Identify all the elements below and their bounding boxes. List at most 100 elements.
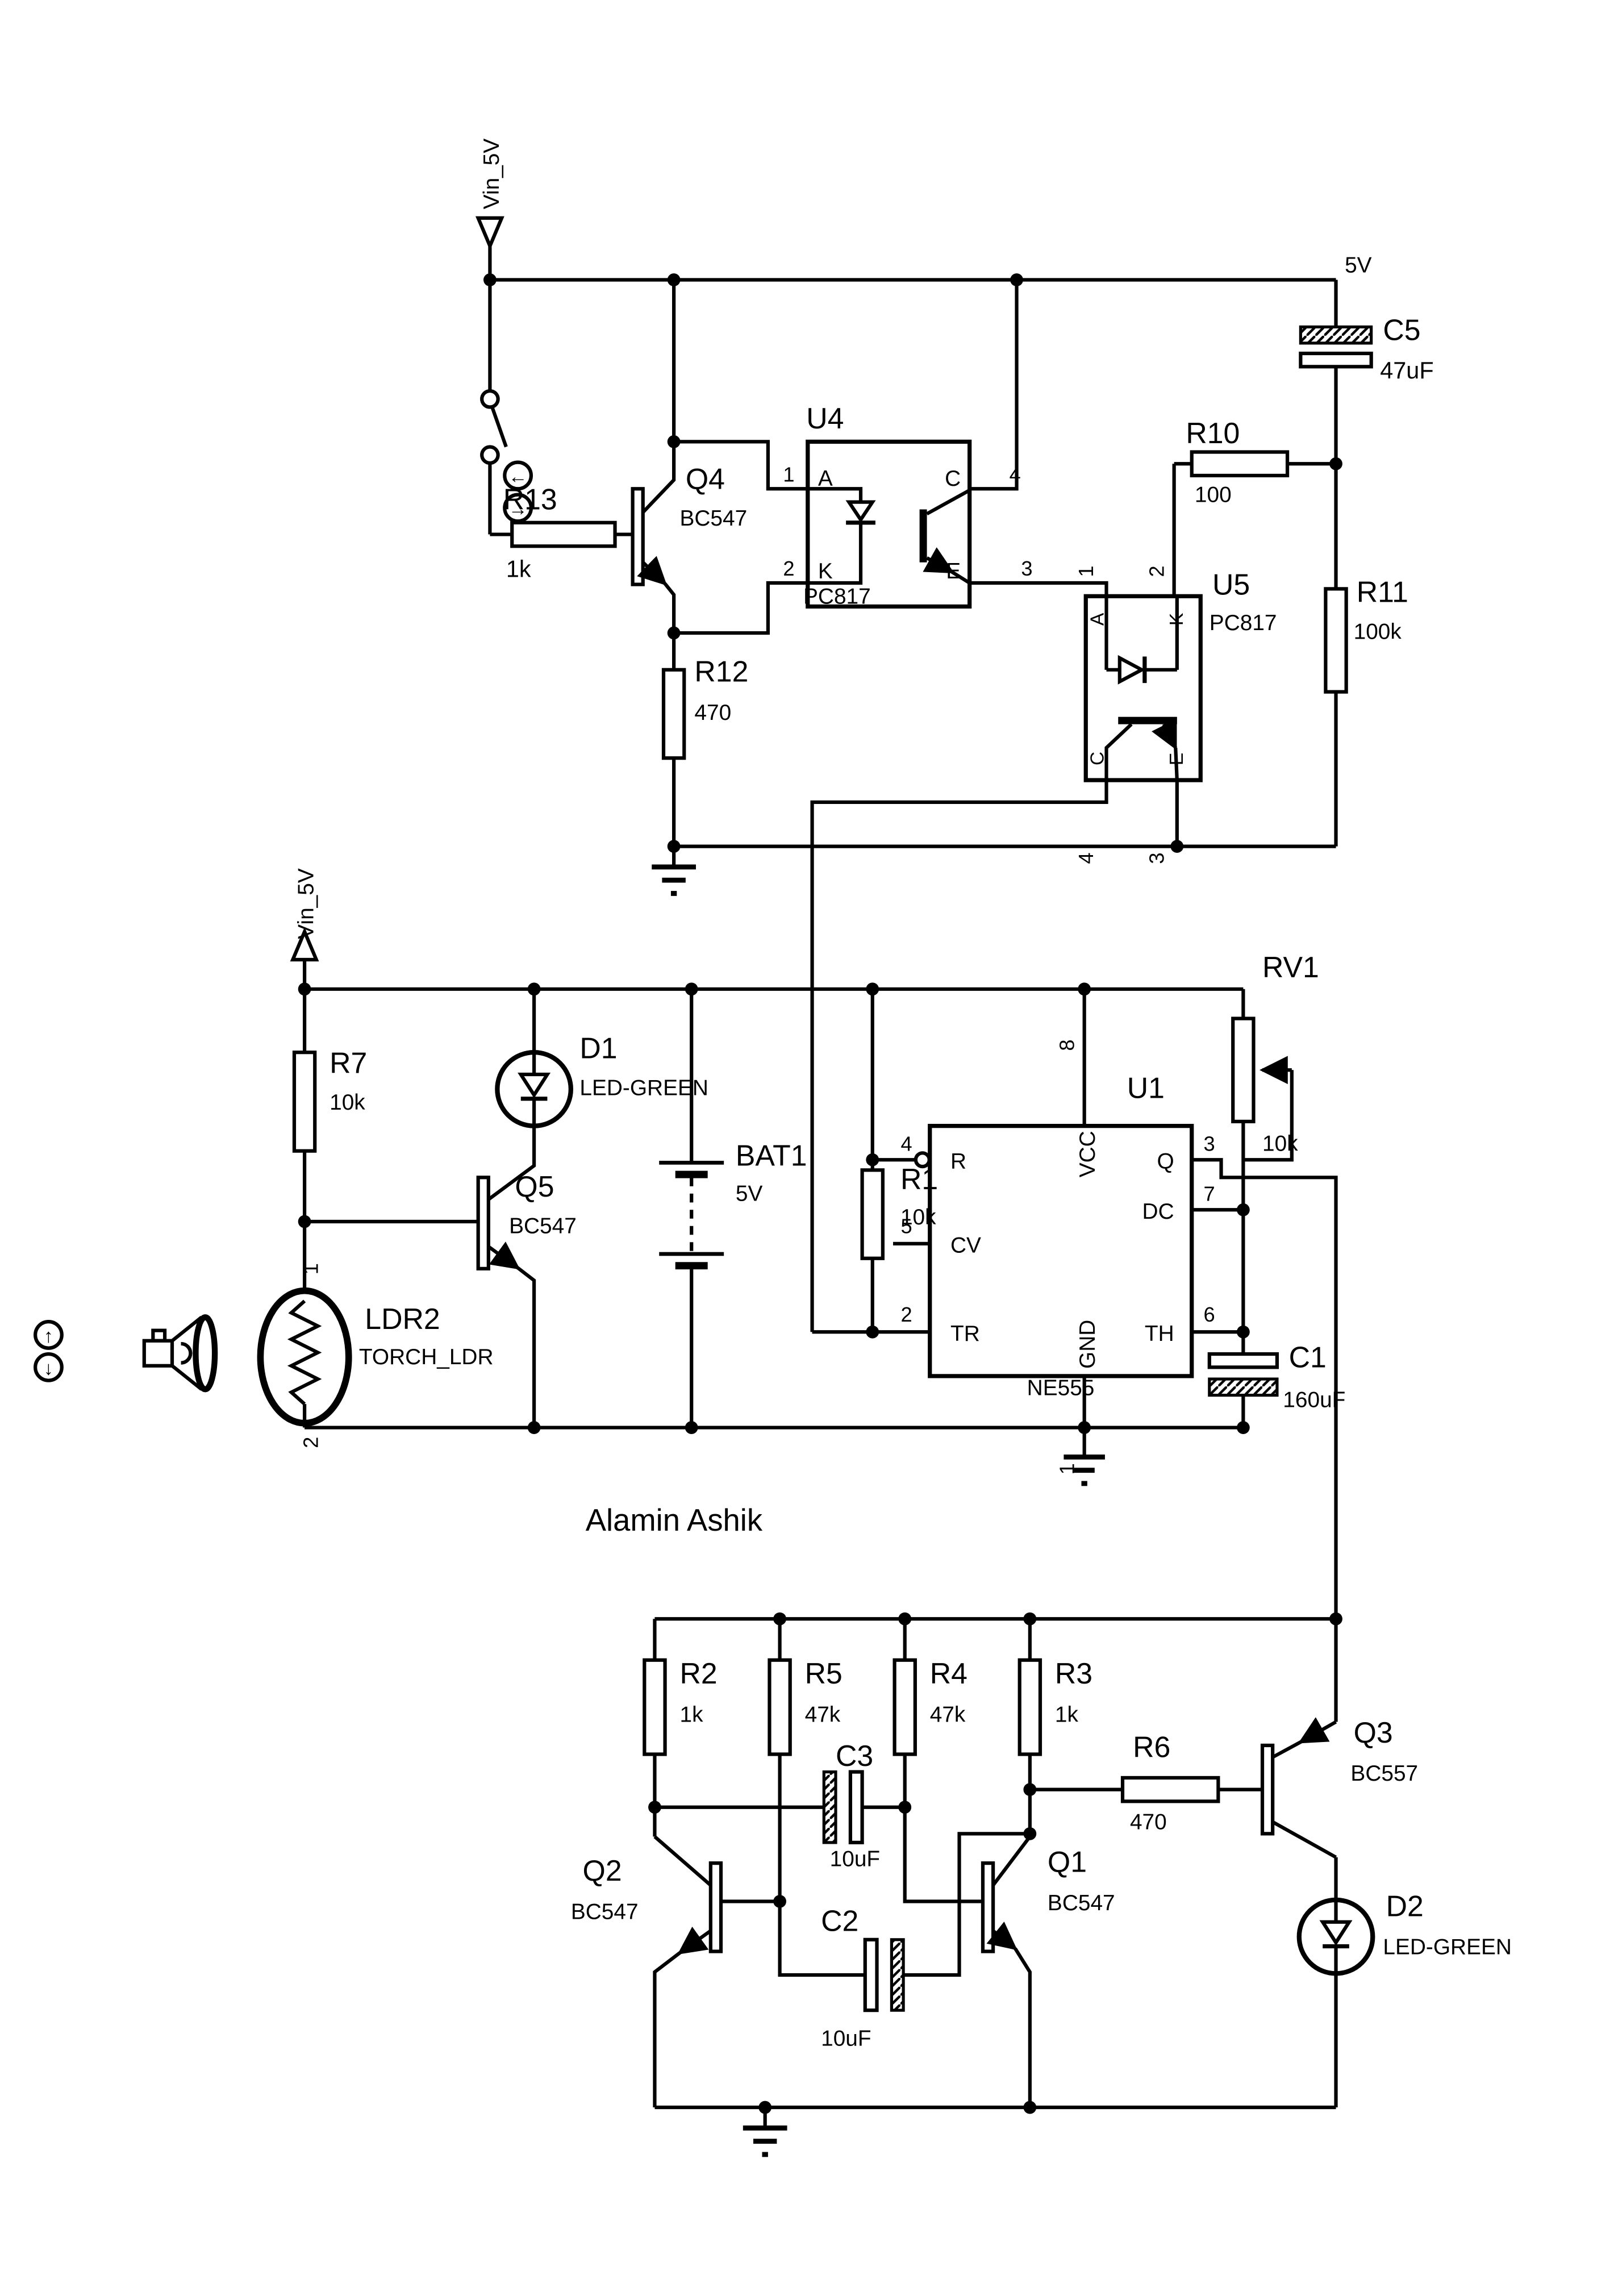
torch-actuator-up-icon[interactable]: ↑ bbox=[44, 1326, 53, 1347]
Q2-value: BC547 bbox=[571, 1900, 639, 1924]
U1-pin8: 8 bbox=[1056, 1039, 1079, 1051]
transistor-Q5 bbox=[305, 1126, 536, 1428]
resistor-R13 bbox=[490, 520, 633, 548]
led-D1 bbox=[495, 989, 573, 1128]
RV1-value: 10k bbox=[1262, 1132, 1298, 1156]
D2-ref: D2 bbox=[1386, 1889, 1424, 1922]
U1-VCC: VCC bbox=[1075, 1131, 1100, 1177]
U1-pin3: 3 bbox=[1203, 1132, 1215, 1156]
torch-actuator-down-icon[interactable]: ↓ bbox=[44, 1358, 53, 1379]
C1-ref: C1 bbox=[1289, 1340, 1327, 1373]
U1-pin7: 7 bbox=[1203, 1182, 1215, 1206]
optocoupler-U5 bbox=[1083, 594, 1203, 782]
U4-pin2: 2 bbox=[783, 557, 794, 580]
U5-pin-C: C bbox=[1087, 752, 1108, 765]
resistor-R1 bbox=[860, 989, 885, 1332]
author-signature: Alamin Ashik bbox=[586, 1503, 763, 1537]
R4-value: 47k bbox=[930, 1703, 966, 1727]
switch-sw1[interactable] bbox=[480, 280, 508, 535]
Q1-value: BC547 bbox=[1048, 1891, 1115, 1915]
U4-pin-A: A bbox=[818, 466, 833, 491]
U1-part: NE555 bbox=[1027, 1376, 1095, 1401]
R10-ref: R10 bbox=[1186, 416, 1240, 449]
R13-ref: R13 bbox=[503, 483, 557, 516]
D1-value: LED-GREEN bbox=[579, 1076, 708, 1100]
U4-ref: U4 bbox=[806, 402, 844, 435]
U4-pin-C: C bbox=[945, 466, 961, 491]
U5-pin-E: E bbox=[1166, 753, 1187, 765]
R1-value: 10k bbox=[900, 1205, 936, 1230]
R1-ref: R1 bbox=[900, 1162, 938, 1195]
resistor-R12 bbox=[661, 633, 686, 847]
U5-pin-K: K bbox=[1166, 612, 1187, 626]
capacitor-C2 bbox=[863, 1937, 905, 2012]
U4-pin4: 4 bbox=[1010, 462, 1021, 486]
U1-pin2: 2 bbox=[900, 1303, 912, 1326]
Q4-value: BC547 bbox=[679, 506, 747, 531]
C5-ref: C5 bbox=[1383, 314, 1420, 347]
R2-ref: R2 bbox=[679, 1657, 717, 1690]
R5-value: 47k bbox=[805, 1703, 841, 1727]
Q3-ref: Q3 bbox=[1354, 1716, 1393, 1749]
Q4-ref: Q4 bbox=[686, 462, 725, 495]
switch-actuator-up-icon[interactable]: ← bbox=[508, 466, 528, 487]
R7-ref: R7 bbox=[330, 1046, 367, 1079]
BAT1-ref: BAT1 bbox=[736, 1139, 807, 1172]
junction-dots bbox=[298, 273, 1342, 2114]
vin1-label: Vin_5V bbox=[479, 139, 504, 210]
capacitor-C3 bbox=[654, 1770, 905, 1844]
U5-pin3: 3 bbox=[1145, 852, 1169, 864]
U4-pin3: 3 bbox=[1021, 557, 1032, 580]
vin2-label: Vin_5V bbox=[294, 868, 319, 939]
torch-icon bbox=[142, 1314, 218, 1393]
C5-value: 47uF bbox=[1380, 357, 1433, 384]
U1-R: R bbox=[950, 1149, 966, 1174]
LDR2-pin1: 1 bbox=[299, 1263, 322, 1274]
R5-ref: R5 bbox=[805, 1657, 843, 1690]
torch-actuator-buttons[interactable] bbox=[34, 1319, 64, 1382]
transistor-Q3 bbox=[1260, 1619, 1338, 1900]
switch-actuator-down-icon[interactable]: → bbox=[508, 499, 528, 520]
resistor-R6 bbox=[1029, 1776, 1263, 1803]
resistor-R2 bbox=[643, 1619, 667, 1837]
U5-ref: U5 bbox=[1212, 568, 1250, 601]
U4-pin-K: K bbox=[818, 559, 833, 584]
U1-TR: TR bbox=[950, 1322, 980, 1346]
Q5-value: BC547 bbox=[509, 1214, 577, 1239]
resistor-R11 bbox=[1324, 464, 1348, 847]
R6-value: 470 bbox=[1130, 1810, 1167, 1835]
resistor-R10 bbox=[1172, 450, 1336, 597]
R12-ref: R12 bbox=[694, 655, 748, 688]
U1-pin4: 4 bbox=[900, 1132, 912, 1156]
U4-part: PC817 bbox=[803, 584, 871, 609]
led-D2 bbox=[1296, 1897, 1375, 2108]
U5-pin2: 2 bbox=[1145, 565, 1169, 577]
U1-pin5: 5 bbox=[900, 1215, 912, 1238]
U1-ref: U1 bbox=[1127, 1071, 1165, 1104]
R12-value: 470 bbox=[694, 701, 731, 725]
wire-u4-pin3-to-u5 bbox=[969, 581, 1108, 597]
transistor-Q2 bbox=[653, 1835, 780, 2108]
capacitor-C5 bbox=[1299, 280, 1373, 464]
R13-value: 1k bbox=[506, 556, 531, 582]
ground-symbol-bottom bbox=[743, 2107, 787, 2157]
C3-value: 10uF bbox=[830, 1847, 881, 1871]
Q5-ref: Q5 bbox=[515, 1170, 554, 1203]
resistor-R3 bbox=[1017, 1619, 1042, 1837]
R10-value: 100 bbox=[1195, 483, 1232, 507]
R2-value: 1k bbox=[679, 1703, 703, 1727]
U1-pin6: 6 bbox=[1203, 1303, 1215, 1326]
U1-DC: DC bbox=[1142, 1199, 1174, 1224]
rail-5v-label: 5V bbox=[1345, 253, 1372, 278]
C2-value: 10uF bbox=[821, 2026, 871, 2051]
R11-ref: R11 bbox=[1357, 576, 1408, 609]
LDR2-pin2: 2 bbox=[299, 1437, 322, 1448]
RV1-ref: RV1 bbox=[1262, 951, 1319, 984]
LDR2-ref: LDR2 bbox=[365, 1302, 440, 1335]
U4-pin-E: E bbox=[946, 559, 961, 584]
U5-pin1: 1 bbox=[1074, 565, 1098, 577]
D1-ref: D1 bbox=[579, 1032, 617, 1065]
resistor-R5 bbox=[768, 1619, 865, 1977]
